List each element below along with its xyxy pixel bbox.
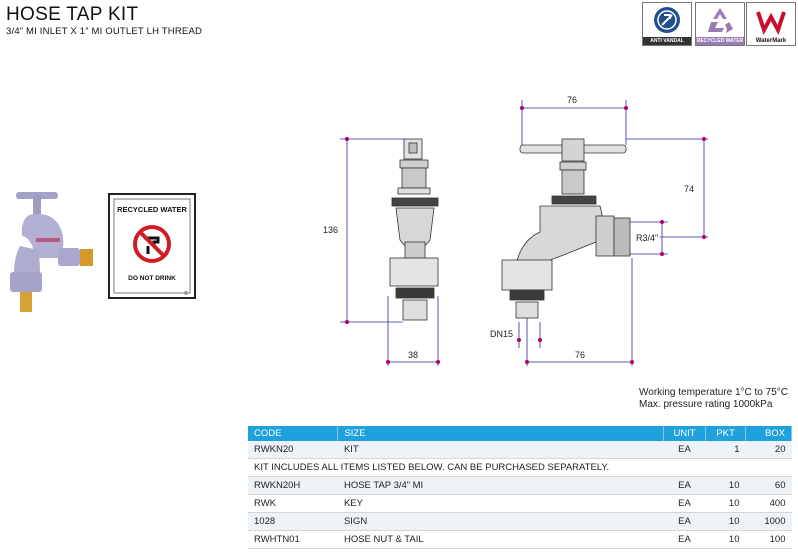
cell-code: RWKN20 [248,441,338,459]
cell-box: 60 [745,476,792,495]
table-row: RWKN20 KIT EA 1 20 [248,441,792,459]
anti-vandal-badge: ANTI VANDAL [642,2,692,46]
cell-size: SIGN [337,512,664,531]
cell-pkt: 10 [705,530,746,549]
table-header: CODE SIZE UNIT PKT BOX [248,426,792,441]
dimension-points [345,106,706,364]
table-note-row: KIT INCLUDES ALL ITEMS LISTED BELOW. CAN… [248,458,792,477]
table-row: 1028 SIGN EA 10 1000 [248,512,792,531]
cell-code: 1028 [248,512,338,531]
cell-code: RWKN20H [248,476,338,495]
table-row: RWK KEY EA 10 400 [248,494,792,513]
front-view-drawing [389,138,439,321]
dimension-38: 38 [408,350,418,360]
temperature-note: Working temperature 1°C to 75°C [639,387,788,398]
watermark-caption: WaterMark [747,37,795,45]
cell-box: 100 [745,530,792,549]
header-pkt: PKT [705,426,746,441]
cell-size: HOSE TAP 3/4” MI [337,476,664,495]
sign-heading: RECYCLED WATER [117,205,187,214]
anti-vandal-icon [654,7,680,33]
kit-note: KIT INCLUDES ALL ITEMS LISTED BELOW. CAN… [248,458,792,477]
header-size: SIZE [337,426,665,441]
dimension-76-top: 76 [567,95,577,105]
anti-vandal-caption: ANTI VANDAL [643,37,691,45]
header-box: BOX [745,426,792,441]
cell-pkt: 10 [705,512,746,531]
cell-unit: EA [663,494,706,513]
cell-size: KIT [337,441,664,459]
cell-pkt: 10 [705,494,746,513]
pressure-note: Max. pressure rating 1000kPa [639,399,773,410]
dimension-74: 74 [684,184,694,194]
watermark-icon [755,7,787,36]
cell-unit: EA [663,530,706,549]
recycled-water-sign [108,193,196,299]
cell-code: RWK [248,494,338,513]
side-view-drawing [501,138,631,319]
cell-unit: EA [663,441,706,459]
recycle-icon [708,8,733,33]
cell-pkt: 1 [705,441,746,459]
cell-size: KEY [337,494,664,513]
table-row: RWKN20H HOSE TAP 3/4” MI EA 10 60 [248,476,792,495]
dimension-dn15: DN15 [490,329,513,339]
cell-box: 400 [745,494,792,513]
recycled-water-badge: RECYCLED WATER [695,2,745,46]
specification-notes: Working temperature 1°C to 75°C Max. pre… [639,387,788,411]
page-title: HOSE TAP KIT [6,4,139,25]
watermark-badge: WaterMark [746,2,796,46]
header-code: CODE [248,426,339,441]
dimension-76-bottom: 76 [575,350,585,360]
dimension-lines [340,100,708,366]
recycled-water-caption: RECYCLED WATER [696,37,744,45]
header-unit: UNIT [663,426,707,441]
cell-pkt: 10 [705,476,746,495]
cell-box: 1000 [745,512,792,531]
sign-footer: DO NOT DRINK [128,275,176,282]
product-table: CODE SIZE UNIT PKT BOX RWKN20 KIT EA 1 2… [248,426,792,549]
cell-unit: EA [663,512,706,531]
cell-box: 20 [745,441,792,459]
page-subtitle: 3/4” MI INLET X 1” MI OUTLET LH THREAD [6,26,203,37]
cell-code: RWHTN01 [248,530,338,549]
cell-size: HOSE NUT & TAIL [337,530,664,549]
table-row: RWHTN01 HOSE NUT & TAIL EA 10 100 [248,530,792,549]
hose-tap-photo [10,192,93,312]
dimension-thread: R3/4" [636,233,658,243]
dimension-136: 136 [323,225,338,235]
cell-unit: EA [663,476,706,495]
